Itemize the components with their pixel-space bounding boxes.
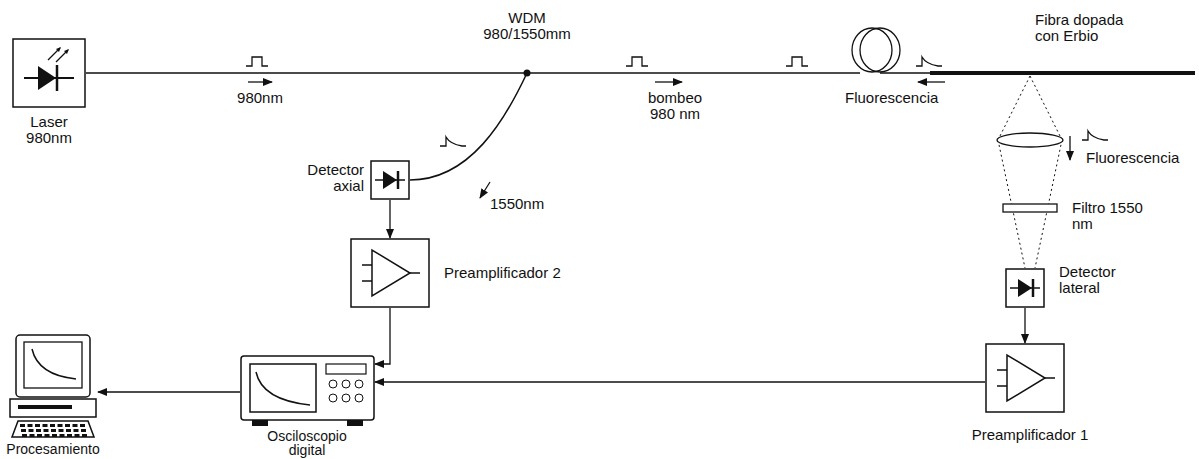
signal-connector [98, 391, 240, 392]
pc-symbol [8, 333, 98, 441]
annotation-label: bombeo 980 nm [640, 90, 710, 122]
node-label: Laser 980nm [9, 114, 89, 146]
detector-box: Detector axial [370, 160, 410, 200]
signal-connector [375, 381, 985, 382]
laser-box: Laser 980nm [12, 38, 86, 108]
pc-box: Procesamiento [8, 333, 98, 441]
node-label: Detector lateral [1059, 264, 1125, 296]
signal-connector [1024, 308, 1025, 343]
annotation-label: Fluorescencia [1086, 150, 1196, 166]
node-label: Preamplificador 2 [444, 265, 594, 281]
laser-symbol [12, 38, 86, 108]
node-label: Osciloscopio digital [252, 429, 362, 457]
fiber-connector [86, 73, 527, 180]
amp-box: Preamplificador 2 [350, 238, 430, 308]
detector-symbol [1005, 268, 1045, 308]
amp-symbol [350, 238, 430, 308]
signal-connector [375, 308, 390, 364]
amp-box: Preamplificador 1 [985, 343, 1065, 413]
osc-symbol [240, 350, 375, 428]
osc-box: Osciloscopio digital [240, 350, 375, 428]
amp-symbol [985, 343, 1065, 413]
node-label: Preamplificador 1 [955, 427, 1105, 443]
annotation-label: WDM 980/1550mm [472, 10, 582, 42]
node-label: Detector axial [298, 162, 364, 194]
annotation-label: Fibra dopada con Erbio [1035, 12, 1150, 44]
detector-box: Detector lateral [1005, 268, 1045, 308]
annotation-label: Fluorescencia [845, 90, 955, 106]
annotation-label: 980nm [230, 90, 290, 106]
detector-symbol [370, 160, 410, 200]
node-label: Procesamiento [0, 442, 113, 457]
annotation-label: 1550nm [490, 196, 560, 212]
annotation-label: Filtro 1550 nm [1072, 200, 1144, 232]
signal-connector [389, 200, 390, 238]
